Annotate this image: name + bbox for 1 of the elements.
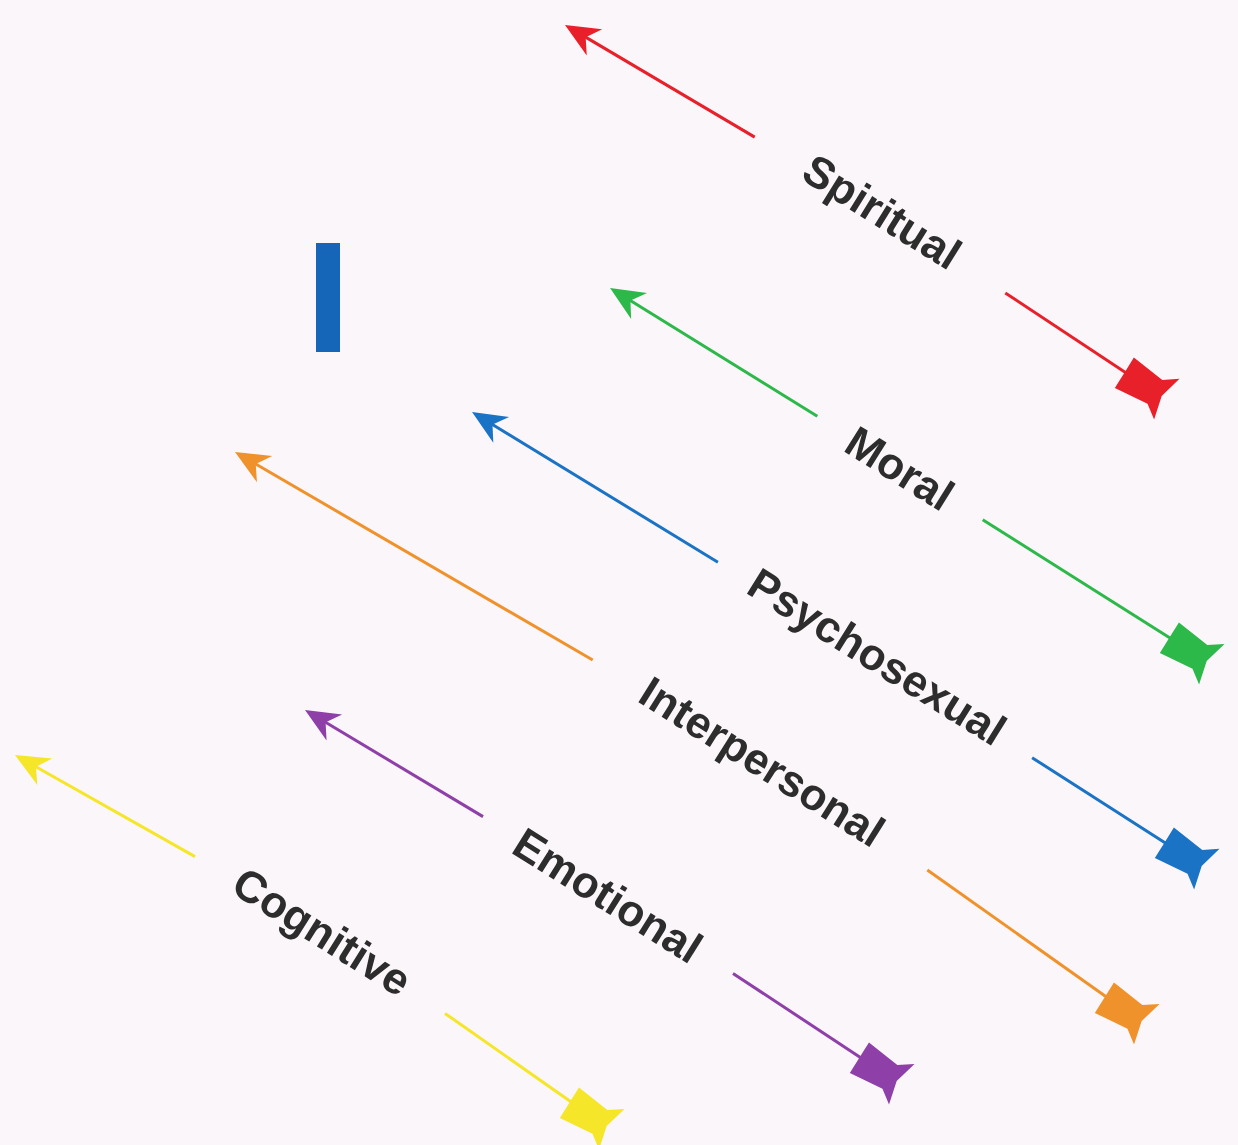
bar [316, 243, 340, 352]
